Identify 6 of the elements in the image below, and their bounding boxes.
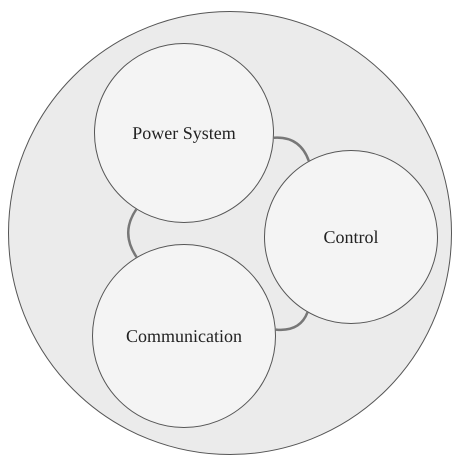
connector-arc <box>274 136 310 162</box>
connector-arc <box>276 312 309 332</box>
connector-arc <box>127 208 138 258</box>
topic-label: Communication <box>126 326 242 346</box>
topic-label: Power System <box>132 122 236 144</box>
topic-label: Control <box>323 226 378 248</box>
